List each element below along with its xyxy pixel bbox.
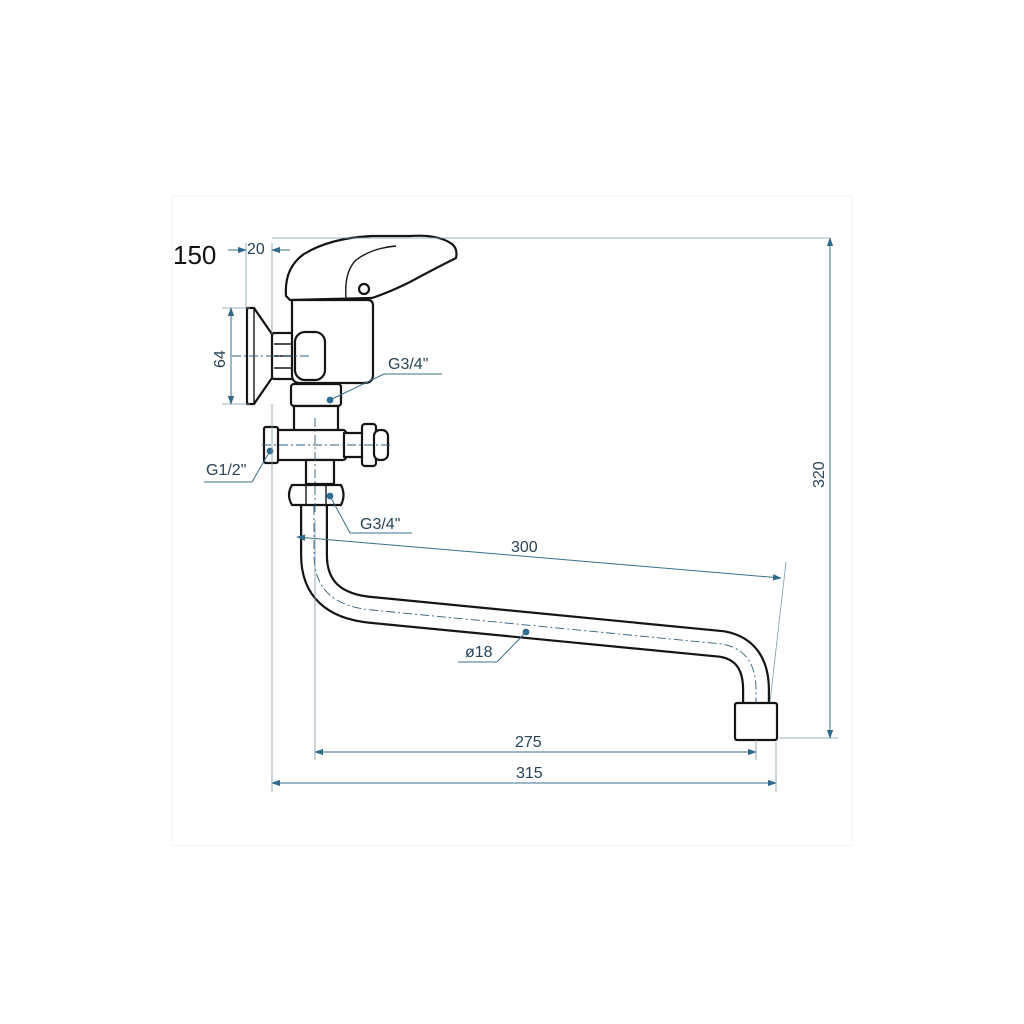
dim-spout-horizontal-label: 275 <box>515 734 542 751</box>
faucet-drawing <box>245 234 779 742</box>
dim-overall-width-label: 315 <box>516 765 543 782</box>
aerator-tip <box>733 701 779 742</box>
side-port-label: G1/2" <box>206 462 246 479</box>
leader-pipe-diameter: ø18 <box>458 628 530 663</box>
spout-nut <box>287 483 345 507</box>
lever-detail <box>345 245 397 299</box>
dim-flange-height: 64 <box>212 307 250 405</box>
inlet-thread-label: G3/4" <box>388 356 428 373</box>
dim-spout-reach: 300 <box>296 534 787 703</box>
drawing-frame <box>171 195 853 847</box>
dim-flange-width: 20 <box>228 237 830 334</box>
lever-pivot <box>357 282 371 296</box>
inlet-collar <box>293 330 327 382</box>
dim-overall-height: 320 <box>779 237 838 739</box>
leader-spout-thread: G3/4" <box>326 492 412 534</box>
dim-spout-reach-label: 300 <box>511 539 538 556</box>
dim-overall-width: 315 <box>271 404 777 792</box>
lever-handle <box>284 234 458 302</box>
dim-flange-label: 20 <box>247 241 265 258</box>
dim-flange-height-label: 64 <box>212 350 229 368</box>
dim-spout-horizontal: 275 <box>314 520 757 760</box>
dim-overall-height-label: 320 <box>811 461 828 488</box>
leader-inlet-thread: G3/4" <box>326 356 442 404</box>
dim-wall-offset-label: 150 <box>173 240 216 270</box>
coupling-ring <box>289 382 343 408</box>
pipe-diameter-label: ø18 <box>465 644 493 661</box>
spout-thread-label: G3/4" <box>360 516 400 533</box>
spout-pipe <box>300 500 770 736</box>
